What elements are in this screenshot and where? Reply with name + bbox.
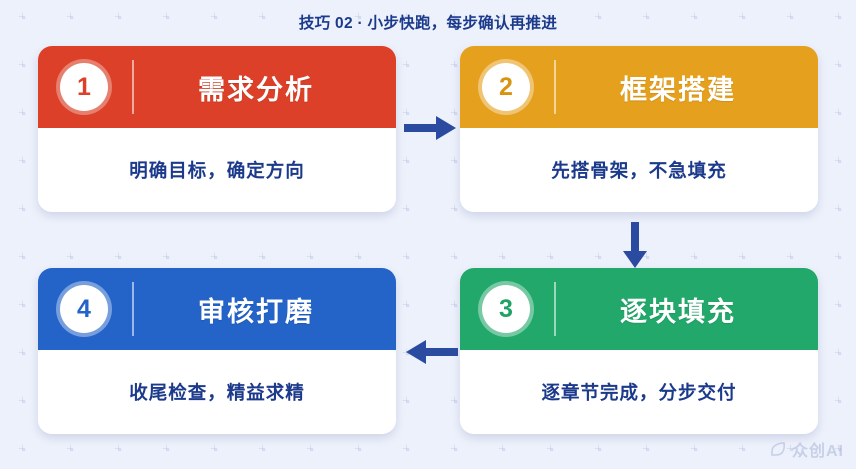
header-divider (554, 60, 556, 114)
step-card-1[interactable]: 1 需求分析 明确目标，确定方向 (38, 46, 396, 212)
step-card-3-title: 逐块填充 (620, 296, 736, 327)
step-card-4-header: 4 审核打磨 (38, 268, 396, 350)
page-title: 技巧 02 · 小步快跑，每步确认再推进 (298, 15, 558, 32)
arrow-step2-to-step3-icon (623, 222, 647, 268)
step-card-2-title: 框架搭建 (620, 74, 736, 105)
step-card-1-title: 需求分析 (198, 74, 314, 105)
step-card-1-body: 明确目标，确定方向 (38, 128, 396, 212)
step-card-3-header: 3 逐块填充 (460, 268, 818, 350)
step-number-badge-1: 1 (60, 63, 108, 111)
step-card-4-title: 审核打磨 (198, 296, 314, 327)
step-card-2-header: 2 框架搭建 (460, 46, 818, 128)
step-card-3[interactable]: 3 逐块填充 逐章节完成，分步交付 (460, 268, 818, 434)
step-card-4-body: 收尾检查，精益求精 (38, 350, 396, 434)
arrow-step3-to-step4-icon (406, 340, 458, 364)
watermark: 众创AI (769, 437, 844, 461)
step-card-1-header: 1 需求分析 (38, 46, 396, 128)
header-divider (132, 282, 134, 336)
arrow-step1-to-step2-icon (404, 116, 456, 140)
step-card-2[interactable]: 2 框架搭建 先搭骨架，不急填充 (460, 46, 818, 212)
step-card-3-body: 逐章节完成，分步交付 (460, 350, 818, 434)
step-card-2-body: 先搭骨架，不急填充 (460, 128, 818, 212)
step-card-4[interactable]: 4 审核打磨 收尾检查，精益求精 (38, 268, 396, 434)
header-divider (132, 60, 134, 114)
step-number-badge-2: 2 (482, 63, 530, 111)
header-divider (554, 282, 556, 336)
watermark-logo-icon (771, 442, 785, 456)
step-number-badge-3: 3 (482, 285, 530, 333)
step-number-badge-4: 4 (60, 285, 108, 333)
watermark-text: 众创AI (791, 443, 844, 460)
